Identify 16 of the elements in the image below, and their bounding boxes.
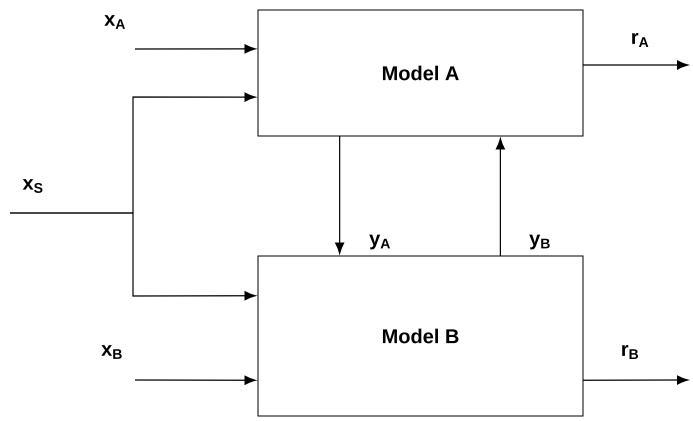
edge-label: x$_{S}$ [22, 178, 44, 194]
edge-label: x$_{B}$ [100, 344, 124, 360]
arrow [335, 136, 344, 254]
edge-label: x$_{A}$ [103, 14, 127, 30]
edge-label: y$_{A}$ [368, 234, 392, 250]
edge-label: r$_{A}$ [630, 32, 650, 48]
arrow [496, 138, 505, 256]
model-box: Model A [258, 10, 584, 136]
edge-label: y$_{B}$ [528, 234, 552, 250]
arrow [584, 60, 688, 70]
arrow [584, 375, 688, 385]
arrow [10, 212, 256, 300]
arrow [135, 376, 256, 385]
edge-label: r$_{B}$ [620, 344, 640, 360]
arrow [135, 44, 256, 54]
model-box: Model B [258, 256, 584, 416]
